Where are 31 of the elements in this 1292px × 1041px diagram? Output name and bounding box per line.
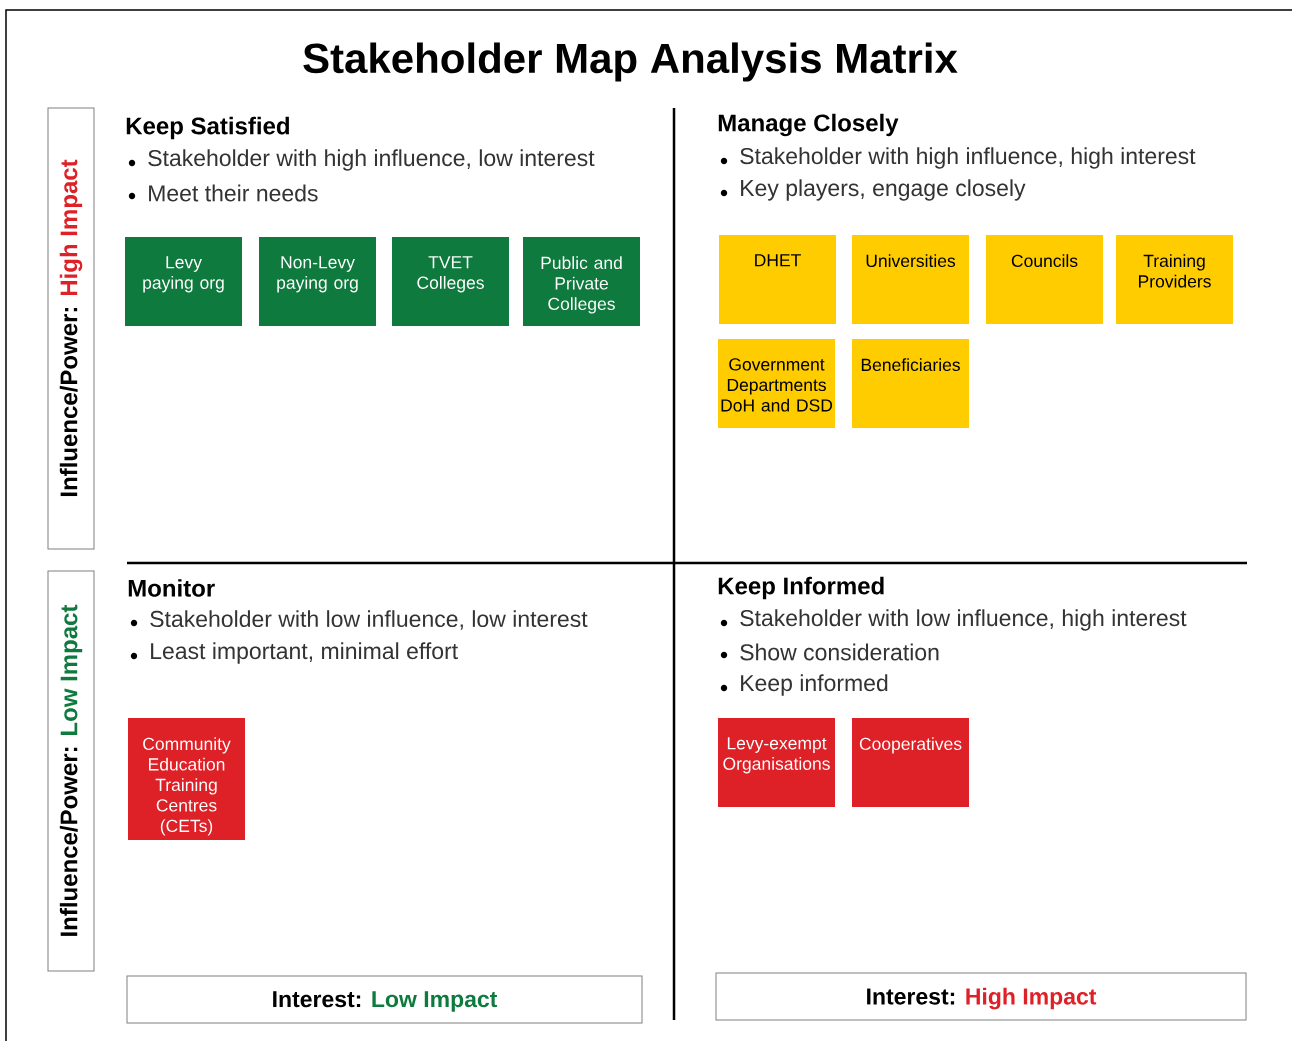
stakeholder-box: Cooperatives xyxy=(852,718,969,807)
bullet-item: Meet their needs xyxy=(128,184,318,202)
stakeholder-box: Levy-exempt Organisations xyxy=(718,718,835,807)
quadrant-heading: Manage Closely xyxy=(718,113,899,137)
bullet-item: Stakeholder with high influence, low interest xyxy=(128,149,595,171)
axis-label-box: Interest: High Impact xyxy=(715,972,1247,1021)
stakeholder-box: Government Departments DoH and DSD xyxy=(718,339,835,428)
diagram-title: Stakeholder Map Analysis Matrix xyxy=(303,42,958,82)
quadrant-heading: Keep Satisfied xyxy=(126,116,289,140)
axis-label-box: Interest: Low Impact xyxy=(126,975,643,1024)
stakeholder-box: Beneficiaries xyxy=(852,339,969,428)
quadrant-heading: Monitor xyxy=(128,579,215,597)
bullet-item: Key players, engage closely xyxy=(720,179,1026,201)
bullet-item: Least important, minimal effort xyxy=(130,642,458,664)
axis-label-box: Influence/Power: Low Impact xyxy=(47,570,95,972)
stakeholder-box: Universities xyxy=(852,235,969,324)
bullet-item: Show consideration xyxy=(720,643,939,661)
bullet-item: Keep informed xyxy=(720,674,888,696)
axis-label-box: Influence/Power: High Impact xyxy=(47,107,95,550)
stakeholder-box: Training Providers xyxy=(1116,235,1233,324)
stakeholder-box: TVET Colleges xyxy=(392,237,509,326)
stakeholder-box: Community Education Training Centres (CETs) xyxy=(128,718,245,840)
stakeholder-box: Councils xyxy=(986,235,1103,324)
bullet-item: Stakeholder with low influence, low interest xyxy=(130,610,588,630)
bullet-item: Stakeholder with high influence, high interest xyxy=(720,147,1196,169)
stakeholder-box: Levy paying org xyxy=(125,237,242,326)
stakeholder-box: DHET xyxy=(719,235,836,324)
quadrant-heading: Keep Informed xyxy=(718,576,884,600)
stakeholder-box: Public and Private Colleges xyxy=(523,237,640,326)
bullet-item: Stakeholder with low influence, high interest xyxy=(720,609,1187,631)
stakeholder-box: Non-Levy paying org xyxy=(259,237,376,326)
